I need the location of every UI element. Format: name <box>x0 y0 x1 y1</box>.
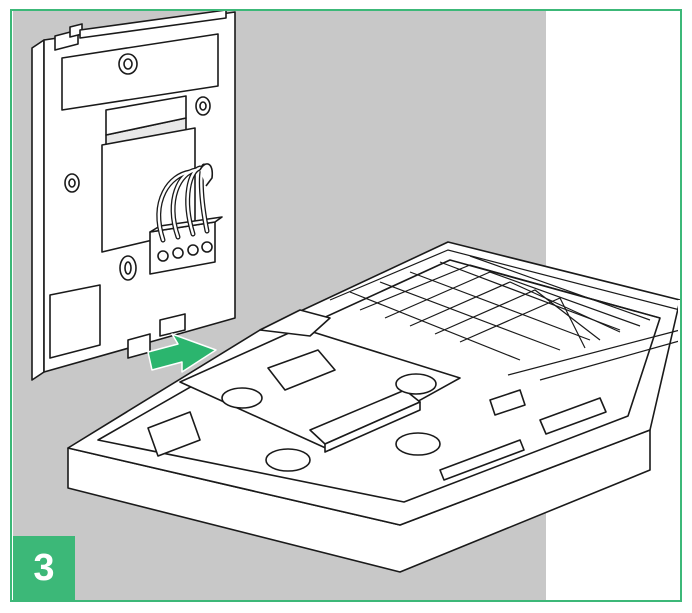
arrow-right-icon <box>147 333 217 373</box>
frame-border <box>10 9 682 602</box>
step-badge-bg <box>13 536 75 600</box>
wall-bracket <box>31 9 236 381</box>
device-grid <box>329 249 691 381</box>
step-number: 3 <box>33 546 55 589</box>
cable-clip <box>199 163 214 187</box>
